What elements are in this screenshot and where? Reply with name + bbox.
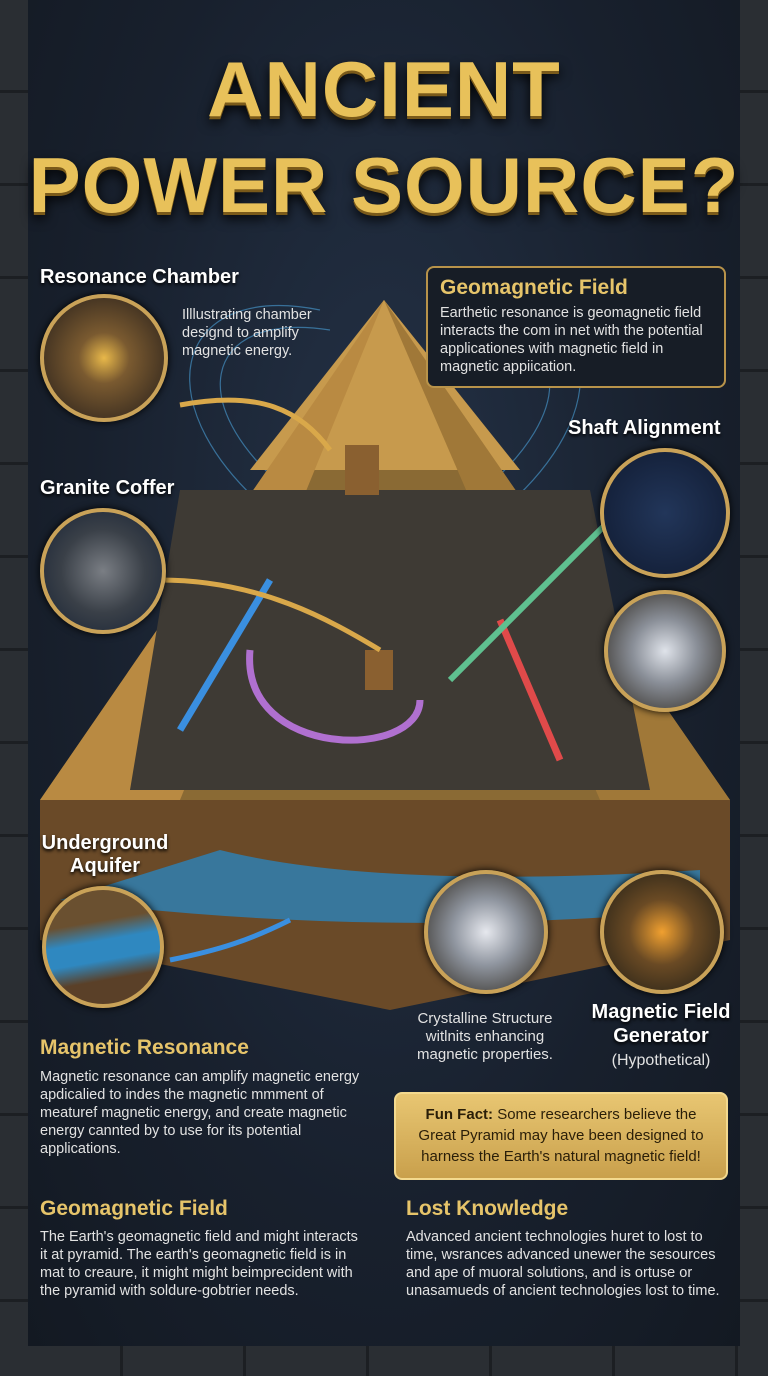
crystalline-structure-image — [424, 870, 548, 994]
kings-chamber — [345, 445, 379, 495]
resonance-chamber-label: Resonance Chamber — [40, 266, 239, 288]
chamber-pointer-arrow — [179, 397, 332, 452]
red-arrow — [496, 618, 564, 762]
fun-fact-body: Some researchers believe the Great Pyram… — [418, 1106, 704, 1165]
stone-floor — [0, 1346, 768, 1376]
coffer-pointer-arrow — [159, 577, 382, 653]
title-line-1: ANCIENT — [207, 45, 561, 133]
queens-chamber — [365, 650, 393, 690]
granite-coffer-image — [40, 508, 166, 634]
resonance-chamber-desc: Illlustrating chamber designd to amplify… — [182, 307, 312, 359]
geomagnetic-box-title: Geomagnetic Field — [440, 276, 628, 299]
shaft-alignment-label: Shaft Alignment — [568, 417, 721, 439]
pyramid-illustration — [40, 300, 730, 1010]
geomagnetic-field-box: Geomagnetic Field Earthetic resonance is… — [426, 266, 726, 388]
magnetic-generator-label: Magnetic Field Generator — [591, 1001, 731, 1047]
circulation-arrow — [246, 649, 424, 744]
crystalline-structure-desc: Crystalline Structure witlnits enhancing… — [417, 1010, 553, 1063]
resonance-chamber-image — [40, 294, 168, 422]
granite-coffer-label: Granite Coffer — [40, 477, 175, 499]
stone-wall-right — [738, 0, 768, 1376]
magnetic-resonance-body: Magnetic resonance can amplify magnetic … — [40, 1069, 360, 1157]
crystals-image — [604, 590, 726, 712]
aquifer-image — [42, 886, 164, 1008]
fun-fact-label: Fun Fact: — [425, 1106, 494, 1123]
blue-arrow — [176, 578, 274, 732]
title-line-2: POWER SOURCE? — [28, 141, 740, 229]
constellation-image — [600, 448, 730, 578]
pyramid-cutaway — [130, 490, 650, 790]
shaft-arrow — [447, 517, 613, 683]
magnetic-generator-sub: (Hypothetical) — [611, 1052, 711, 1069]
stone-wall-left — [0, 0, 30, 1376]
lost-knowledge-body: Advanced ancient technologies huret to l… — [406, 1229, 720, 1299]
underground-aquifer-label: Underground Aquifer — [41, 832, 169, 877]
aquifer-pointer-arrow — [169, 917, 292, 963]
geomagnetic-field-title: Geomagnetic Field — [40, 1197, 228, 1220]
lost-knowledge-title: Lost Knowledge — [406, 1197, 569, 1220]
magnetic-resonance-title: Magnetic Resonance — [40, 1036, 249, 1059]
geomagnetic-box-desc: Earthetic resonance is geomagnetic field… — [440, 305, 703, 375]
fun-fact-box: Fun Fact: Some researchers believe the G… — [394, 1092, 728, 1180]
geomagnetic-field-body: The Earth's geomagnetic field and might … — [40, 1229, 358, 1299]
magnetic-generator-image — [600, 870, 724, 994]
